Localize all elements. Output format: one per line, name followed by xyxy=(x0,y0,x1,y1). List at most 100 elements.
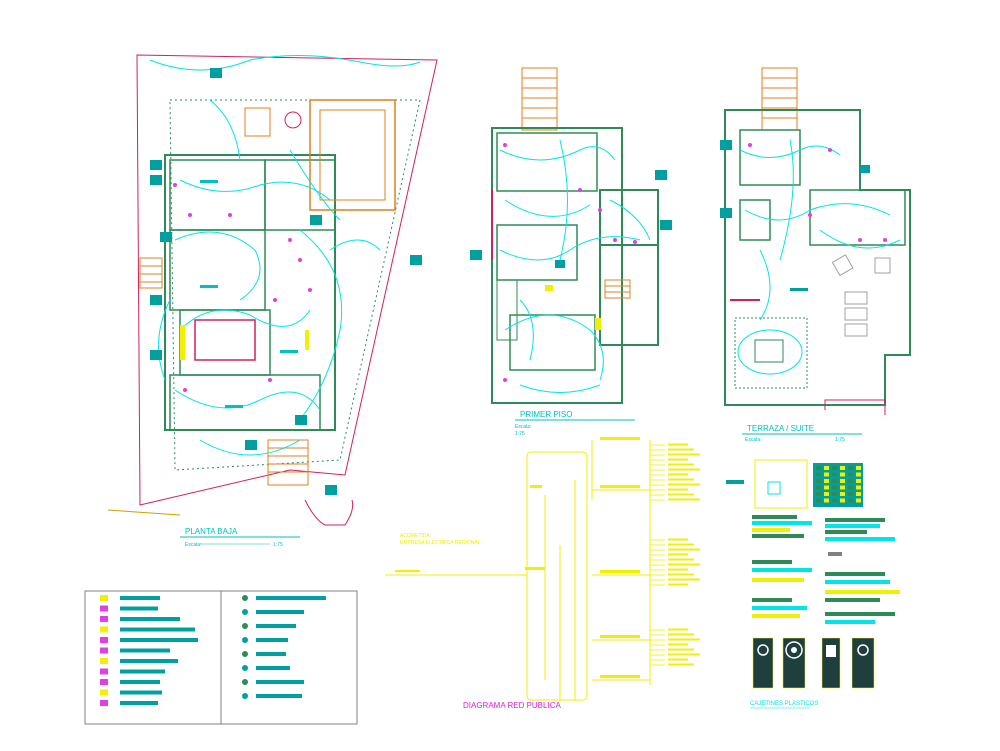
legend-text xyxy=(256,666,290,670)
panel-breaker xyxy=(848,472,853,477)
symbol-legend xyxy=(84,590,358,725)
spec-bar xyxy=(825,620,875,624)
terrace-red-edge xyxy=(824,399,886,415)
legend-text xyxy=(120,627,195,632)
circuit-label xyxy=(668,498,700,501)
terrace-title: TERRAZA / SUITE xyxy=(747,424,814,433)
spec-bar xyxy=(825,518,885,522)
circuit-label xyxy=(668,638,700,641)
spec-bar xyxy=(825,524,880,528)
first-fixtures xyxy=(503,143,637,382)
panel-breaker xyxy=(840,479,845,483)
circuit-label xyxy=(668,538,688,541)
legend-symbol xyxy=(100,626,108,633)
box-symbol-1 xyxy=(752,637,774,689)
spec-bar xyxy=(825,612,895,616)
panel-breaker xyxy=(832,479,837,483)
spec-bar xyxy=(825,590,900,594)
lot-boundary xyxy=(136,54,438,506)
legend-symbol xyxy=(100,595,108,601)
diagram-circuits xyxy=(650,443,700,666)
terrace-scale-label: Escala: xyxy=(745,437,761,443)
panel-breaker xyxy=(824,466,829,470)
panel-breaker xyxy=(832,498,837,503)
legend-text xyxy=(256,652,286,656)
legend-symbol xyxy=(100,658,108,664)
panel-breaker xyxy=(824,472,829,477)
panel-breaker xyxy=(848,485,853,490)
circuit-label xyxy=(668,558,694,561)
terrace-outline xyxy=(724,109,911,406)
terrace-stairs-top xyxy=(761,67,798,131)
circuit-label xyxy=(668,468,700,471)
diagram-title: DIAGRAMA RED PUBLICA xyxy=(463,701,561,710)
panel-breaker xyxy=(824,498,829,503)
box-symbol-4 xyxy=(851,637,875,689)
legend-text xyxy=(120,596,160,600)
circuit-label xyxy=(668,463,694,466)
legend-text xyxy=(120,606,158,611)
meter-box-outline xyxy=(526,451,588,701)
terrace-room-2 xyxy=(739,199,771,241)
circuit-label xyxy=(668,443,688,446)
terrace-loungers xyxy=(831,254,891,337)
circuit-label xyxy=(668,648,694,651)
legend-symbol xyxy=(242,609,248,615)
box-symbol-2 xyxy=(782,637,806,689)
ground-room-4 xyxy=(169,374,321,431)
legend-text xyxy=(120,638,198,642)
ground-room-2 xyxy=(169,229,266,311)
panel-breaker xyxy=(840,466,845,470)
legend-symbol xyxy=(100,668,108,675)
legend-symbol xyxy=(100,616,108,622)
first-wall-main xyxy=(491,127,623,404)
ground-room-labels xyxy=(200,180,298,408)
legend-symbol xyxy=(242,651,248,657)
legend-text xyxy=(256,610,304,614)
first-floor-plan: PRIMER PISO Escala: 1:75 xyxy=(470,67,672,437)
legend-text xyxy=(120,690,162,695)
diagram-header-line1: ACOMETIDA xyxy=(400,533,430,539)
circuit-label xyxy=(668,578,700,581)
spec-bar xyxy=(825,572,885,576)
circuit-label xyxy=(668,548,700,551)
terrace-table-inner xyxy=(754,339,784,363)
spec-bar xyxy=(752,568,812,572)
legend-symbol xyxy=(242,693,248,699)
ground-room-1 xyxy=(169,159,266,231)
ground-circuit-tags xyxy=(150,68,422,495)
ground-round-table xyxy=(284,111,302,129)
ground-wiring xyxy=(149,54,421,456)
legend-symbol xyxy=(100,679,108,685)
spec-bar xyxy=(825,530,867,534)
panel-detail xyxy=(726,459,863,509)
legend-right-column xyxy=(242,595,326,699)
ground-door-arc xyxy=(304,499,354,526)
panel-breaker xyxy=(824,485,829,490)
panel-breaker xyxy=(856,492,861,496)
spec-bar xyxy=(828,552,842,556)
first-circuit-tags xyxy=(470,170,672,268)
circuit-label xyxy=(668,583,688,586)
legend-left-column xyxy=(100,595,198,706)
panel-breaker xyxy=(848,466,853,470)
terrace-room-3 xyxy=(809,189,906,246)
legend-text xyxy=(256,596,326,600)
terrace-scale-value: 1:75 xyxy=(835,437,845,443)
ground-scale-label: Escala: xyxy=(185,542,201,548)
legend-text xyxy=(256,680,304,684)
legend-symbol xyxy=(242,665,248,671)
first-inner-stairs xyxy=(604,279,631,299)
ground-floor-title: PLANTA BAJA xyxy=(185,527,238,536)
panel-grid xyxy=(816,466,861,503)
legend-symbol xyxy=(242,595,248,601)
legend-text xyxy=(120,648,170,653)
panel-breaker xyxy=(840,492,845,496)
ground-pool-inner xyxy=(319,109,386,201)
circuit-label xyxy=(668,643,688,646)
circuit-label xyxy=(668,458,688,461)
spec-bar xyxy=(752,598,792,602)
spec-bar xyxy=(825,537,895,541)
ground-stray-line xyxy=(107,509,181,516)
circuit-label xyxy=(668,658,688,661)
